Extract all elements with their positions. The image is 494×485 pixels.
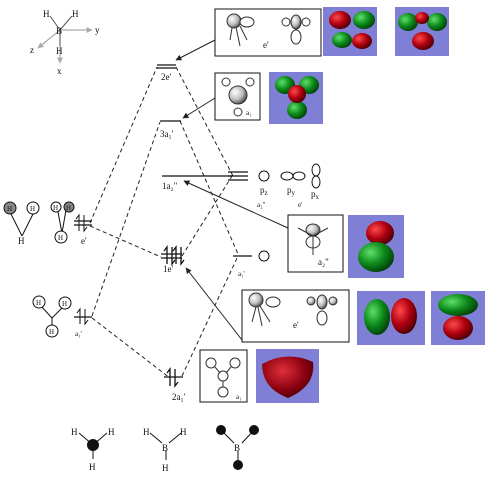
correlation-lines — [89, 66, 239, 379]
right-a2-label: a₂" — [257, 201, 266, 209]
level-1e-prime-label: 1e' — [163, 264, 173, 274]
mol2-b: B — [162, 443, 168, 453]
box-arrows — [175, 39, 289, 341]
box2-a1-label: a₁ — [246, 109, 252, 117]
pz-label: pz — [260, 185, 268, 197]
left-fragment-a1: H H H a₁' — [32, 295, 92, 338]
axis-y-label: y — [95, 25, 100, 35]
left-e-prime-label: e' — [81, 236, 87, 246]
box-a2: a₂" — [287, 214, 344, 273]
coordinate-axes: B H H H y z x — [30, 9, 100, 76]
right-fragment-s: a₁' — [233, 250, 270, 278]
axis-h-label-1: H — [43, 9, 50, 19]
level-3a1-label: 3a₁' — [160, 129, 174, 139]
box5-a1-label: a₁ — [236, 393, 242, 401]
axis-b-label: B — [56, 26, 62, 36]
h-label-6: H — [58, 234, 63, 242]
mol2-h-2: H — [180, 427, 187, 437]
box-3a1: a₁ — [214, 72, 261, 121]
h-label-8: H — [62, 300, 67, 308]
electron-arrows — [163, 245, 185, 388]
box1-e-prime-label: e' — [263, 40, 269, 50]
orbital-render-3a1 — [269, 72, 323, 124]
h-label-4: H — [53, 204, 58, 212]
mol3-b: B — [234, 443, 240, 453]
axis-z-label: z — [30, 45, 34, 55]
orbital-render-2e-b — [395, 7, 449, 56]
box4-e-prime-label: e' — [293, 320, 299, 330]
mol1-h-1: H — [71, 427, 78, 437]
axis-h-label-3: H — [56, 46, 63, 56]
axis-x-label: x — [57, 66, 62, 76]
box-2e-prime: e' — [214, 8, 322, 57]
py-label: py — [287, 185, 296, 197]
box3-a2-label: a₂" — [318, 257, 329, 267]
orbital-render-1e-b — [431, 291, 485, 345]
orbital-render-2a1 — [256, 349, 319, 403]
h-label-1: H — [7, 205, 12, 213]
mol2-h-3: H — [162, 463, 169, 473]
level-2e-prime-label: 2e' — [161, 72, 171, 82]
left-fragment-e-prime: H H H H H H e' — [3, 201, 92, 246]
level-2a1-label: 2a₁' — [172, 392, 186, 402]
orbital-render-1e-a — [357, 291, 425, 345]
mol1-h-3: H — [89, 462, 96, 472]
h-label-3: H — [18, 236, 25, 246]
level-1a2-label: 1a₂" — [162, 181, 178, 191]
right-e-prime-label: e' — [298, 201, 302, 209]
h-label-9: H — [49, 328, 54, 336]
axis-h-label-2: H — [72, 9, 79, 19]
molecule-1: H H H — [71, 427, 115, 472]
orbital-render-2e-a — [323, 7, 377, 56]
px-label: px — [311, 189, 320, 201]
right-fragment-p: pz py px a₂" e' — [228, 163, 321, 209]
molecule-3: B — [216, 425, 259, 470]
orbital-render-a2 — [348, 215, 404, 278]
molecule-2: H B H H — [143, 427, 187, 473]
h-label-2: H — [30, 205, 35, 213]
mol2-h-1: H — [143, 427, 150, 437]
box-1e-prime: e' — [241, 289, 350, 343]
box-2a1: a₁ — [199, 349, 248, 403]
h-label-7: H — [36, 299, 41, 307]
mol1-h-2: H — [108, 427, 115, 437]
right-a1-label: a₁' — [238, 270, 245, 278]
h-label-5: H — [66, 204, 71, 212]
left-a1-label: a₁' — [75, 330, 82, 338]
